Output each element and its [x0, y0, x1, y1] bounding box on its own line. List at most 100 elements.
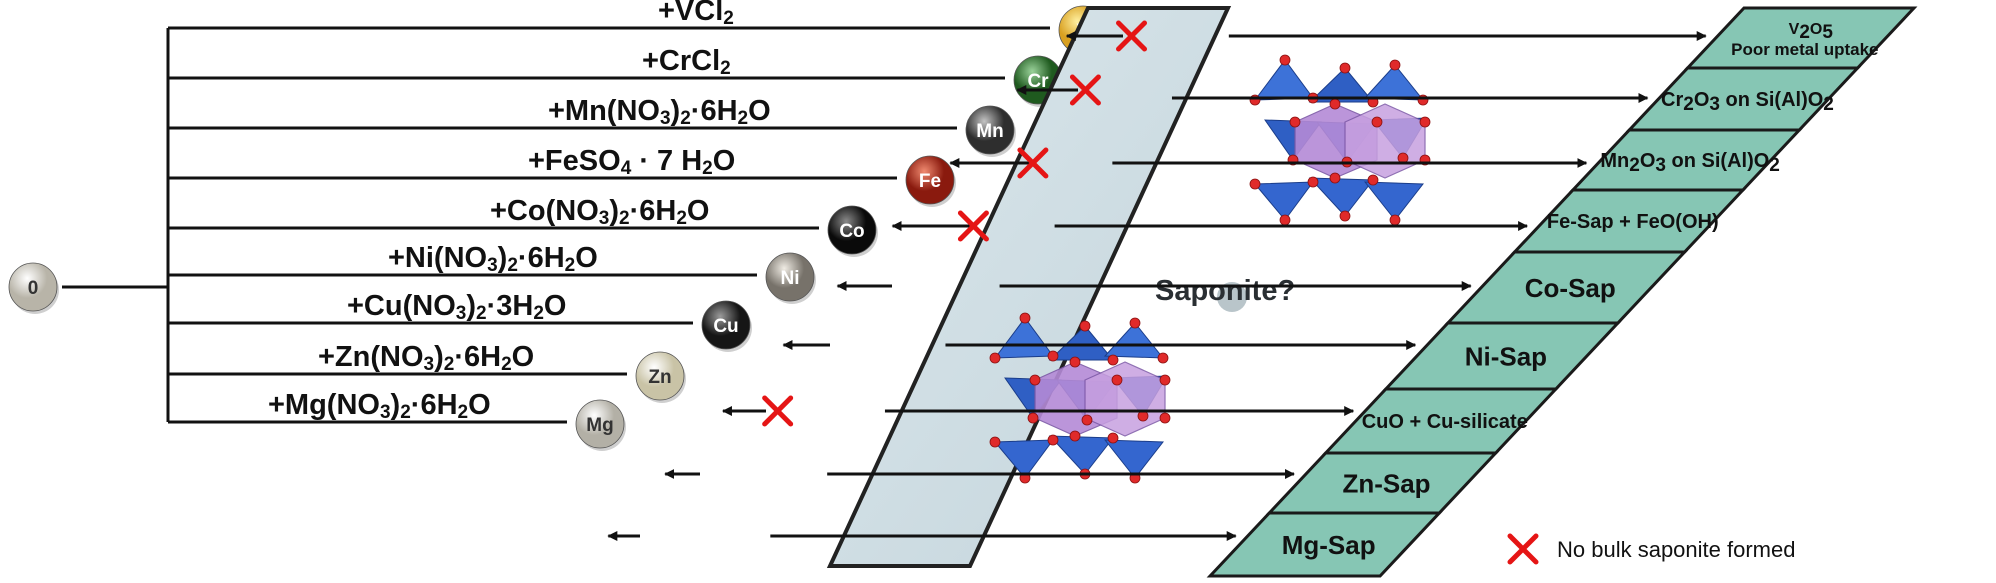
tetrahedron [993, 317, 1054, 359]
text-run: ·6H [411, 389, 458, 421]
text-run: +Ni(NO [388, 242, 487, 274]
text-run: 2 [444, 354, 455, 375]
oxygen-atom [1157, 352, 1169, 364]
text-run: 2 [1823, 94, 1834, 115]
text-run: +CrCl [642, 45, 720, 77]
saponite-label: Saponite? [1155, 275, 1295, 307]
ball-sphere [8, 262, 58, 312]
text-run: 2 [565, 255, 576, 276]
text-run: O [687, 195, 710, 227]
metal-ball-ni: Ni [765, 252, 816, 304]
ball-sphere [965, 105, 1015, 155]
oxygen-atom [1129, 317, 1141, 329]
ball-label: Zn [648, 367, 671, 388]
oxygen-atom [1019, 312, 1031, 324]
tetrahedron [1048, 435, 1114, 475]
oxygen-atom [989, 436, 1001, 448]
oxygen-atom [1107, 354, 1119, 366]
product-label: Cr2O3 on Si(Al)O2 [1661, 89, 1834, 115]
text-run: O [1694, 89, 1710, 111]
oxygen-atom [1081, 414, 1093, 426]
product-label: Mg-Sap [1282, 530, 1376, 560]
metal-ball-fe: Fe [905, 155, 956, 207]
tetrahedron [993, 439, 1055, 479]
branch-lines [62, 26, 1050, 424]
text-run: O [468, 389, 491, 421]
text-run: 3 [380, 402, 391, 423]
text-run: Fe-Sap + FeO(OH) [1547, 211, 1719, 233]
text-run: ) [671, 95, 681, 127]
metal-ball-zn: Zn [635, 351, 686, 403]
text-run: O [1810, 21, 1822, 38]
text-run: ) [434, 341, 444, 373]
text-run: 2 [533, 303, 544, 324]
text-run: 3 [1655, 155, 1666, 176]
reagent-label-co: +Co(NO3)2·6H2O [490, 195, 709, 229]
no-saponite-cross-icon [762, 395, 794, 427]
text-run: on Si(Al)O [1720, 89, 1823, 111]
saponite-sphere [1217, 282, 1247, 312]
product-label: Co-Sap [1525, 273, 1616, 303]
text-run: 3 [599, 208, 610, 229]
oxygen-atom [1279, 54, 1291, 66]
oxygen-atom [1279, 214, 1291, 226]
text-run: ) [609, 195, 619, 227]
oxygen-atom [1389, 59, 1401, 71]
tetrahedron [1253, 181, 1315, 221]
oxygen-atom [1329, 98, 1341, 110]
reagent-label-mg: +Mg(NO3)2·6H2O [268, 389, 491, 423]
oxygen-atom [1367, 174, 1379, 186]
oxygen-atom [1159, 374, 1171, 386]
text-run: +Co(NO [490, 195, 599, 227]
text-run: +Zn(NO [318, 341, 424, 373]
text-run: +Mg(NO [268, 389, 380, 421]
reagent-label-mn: +Mn(NO3)2·6H2O [548, 95, 771, 129]
legend: No bulk saponite formed [1507, 533, 1795, 565]
text-run: ) [498, 242, 508, 274]
product-label: Fe-Sap + FeO(OH) [1547, 211, 1719, 233]
legend-label: No bulk saponite formed [1557, 537, 1795, 562]
ball-label: Cr [1027, 71, 1049, 92]
product-label: Zn-Sap [1342, 468, 1430, 498]
oxygen-atom [1027, 412, 1039, 424]
text-run: ) [391, 389, 401, 421]
text-run: +Mn(NO [548, 95, 660, 127]
ball-label: Fe [919, 171, 941, 192]
product-label: Mn2O3 on Si(Al)O2 [1600, 150, 1780, 176]
text-run: 2 [676, 208, 687, 229]
oxygen-atom [1069, 356, 1081, 368]
no-saponite-cross-icon [957, 210, 989, 242]
metal-ball-mn: Mn [965, 105, 1016, 157]
text-run: +VCl [658, 0, 723, 27]
ball-sphere [635, 351, 685, 401]
text-run: O [713, 145, 736, 177]
text-run: 2 [738, 108, 749, 129]
text-run: Ni-Sap [1465, 341, 1547, 371]
ball-sphere [701, 300, 751, 350]
text-run: 3 [660, 108, 671, 129]
text-run: 2 [720, 58, 731, 79]
oxygen-atom [1389, 214, 1401, 226]
oxygen-atom [1047, 434, 1059, 446]
text-run: O [748, 95, 771, 127]
tetrahedron [1308, 177, 1374, 217]
tetrahedron [1253, 59, 1314, 101]
product-label-line2: Poor metal uptake [1731, 40, 1878, 59]
ball-label: Cu [713, 316, 738, 337]
text-run: 2 [476, 303, 487, 324]
ball-label: 0 [28, 278, 39, 299]
text-run: 2 [723, 8, 734, 29]
text-run: 2 [1799, 22, 1810, 43]
text-run: 2 [458, 402, 469, 423]
reagent-labels: +VCl2+CrCl2+Mn(NO3)2·6H2O+FeSO4 · 7 H2O+… [268, 0, 771, 423]
tetrahedron [1048, 325, 1115, 361]
text-run: 3 [456, 303, 467, 324]
text-run: 3 [487, 255, 498, 276]
no-saponite-cross-icon [1017, 147, 1049, 179]
text-run: O [1640, 150, 1656, 172]
text-run: 2 [501, 354, 512, 375]
tetrahedron [1103, 322, 1165, 359]
text-run: +FeSO [528, 145, 621, 177]
tetrahedron [1103, 439, 1164, 479]
